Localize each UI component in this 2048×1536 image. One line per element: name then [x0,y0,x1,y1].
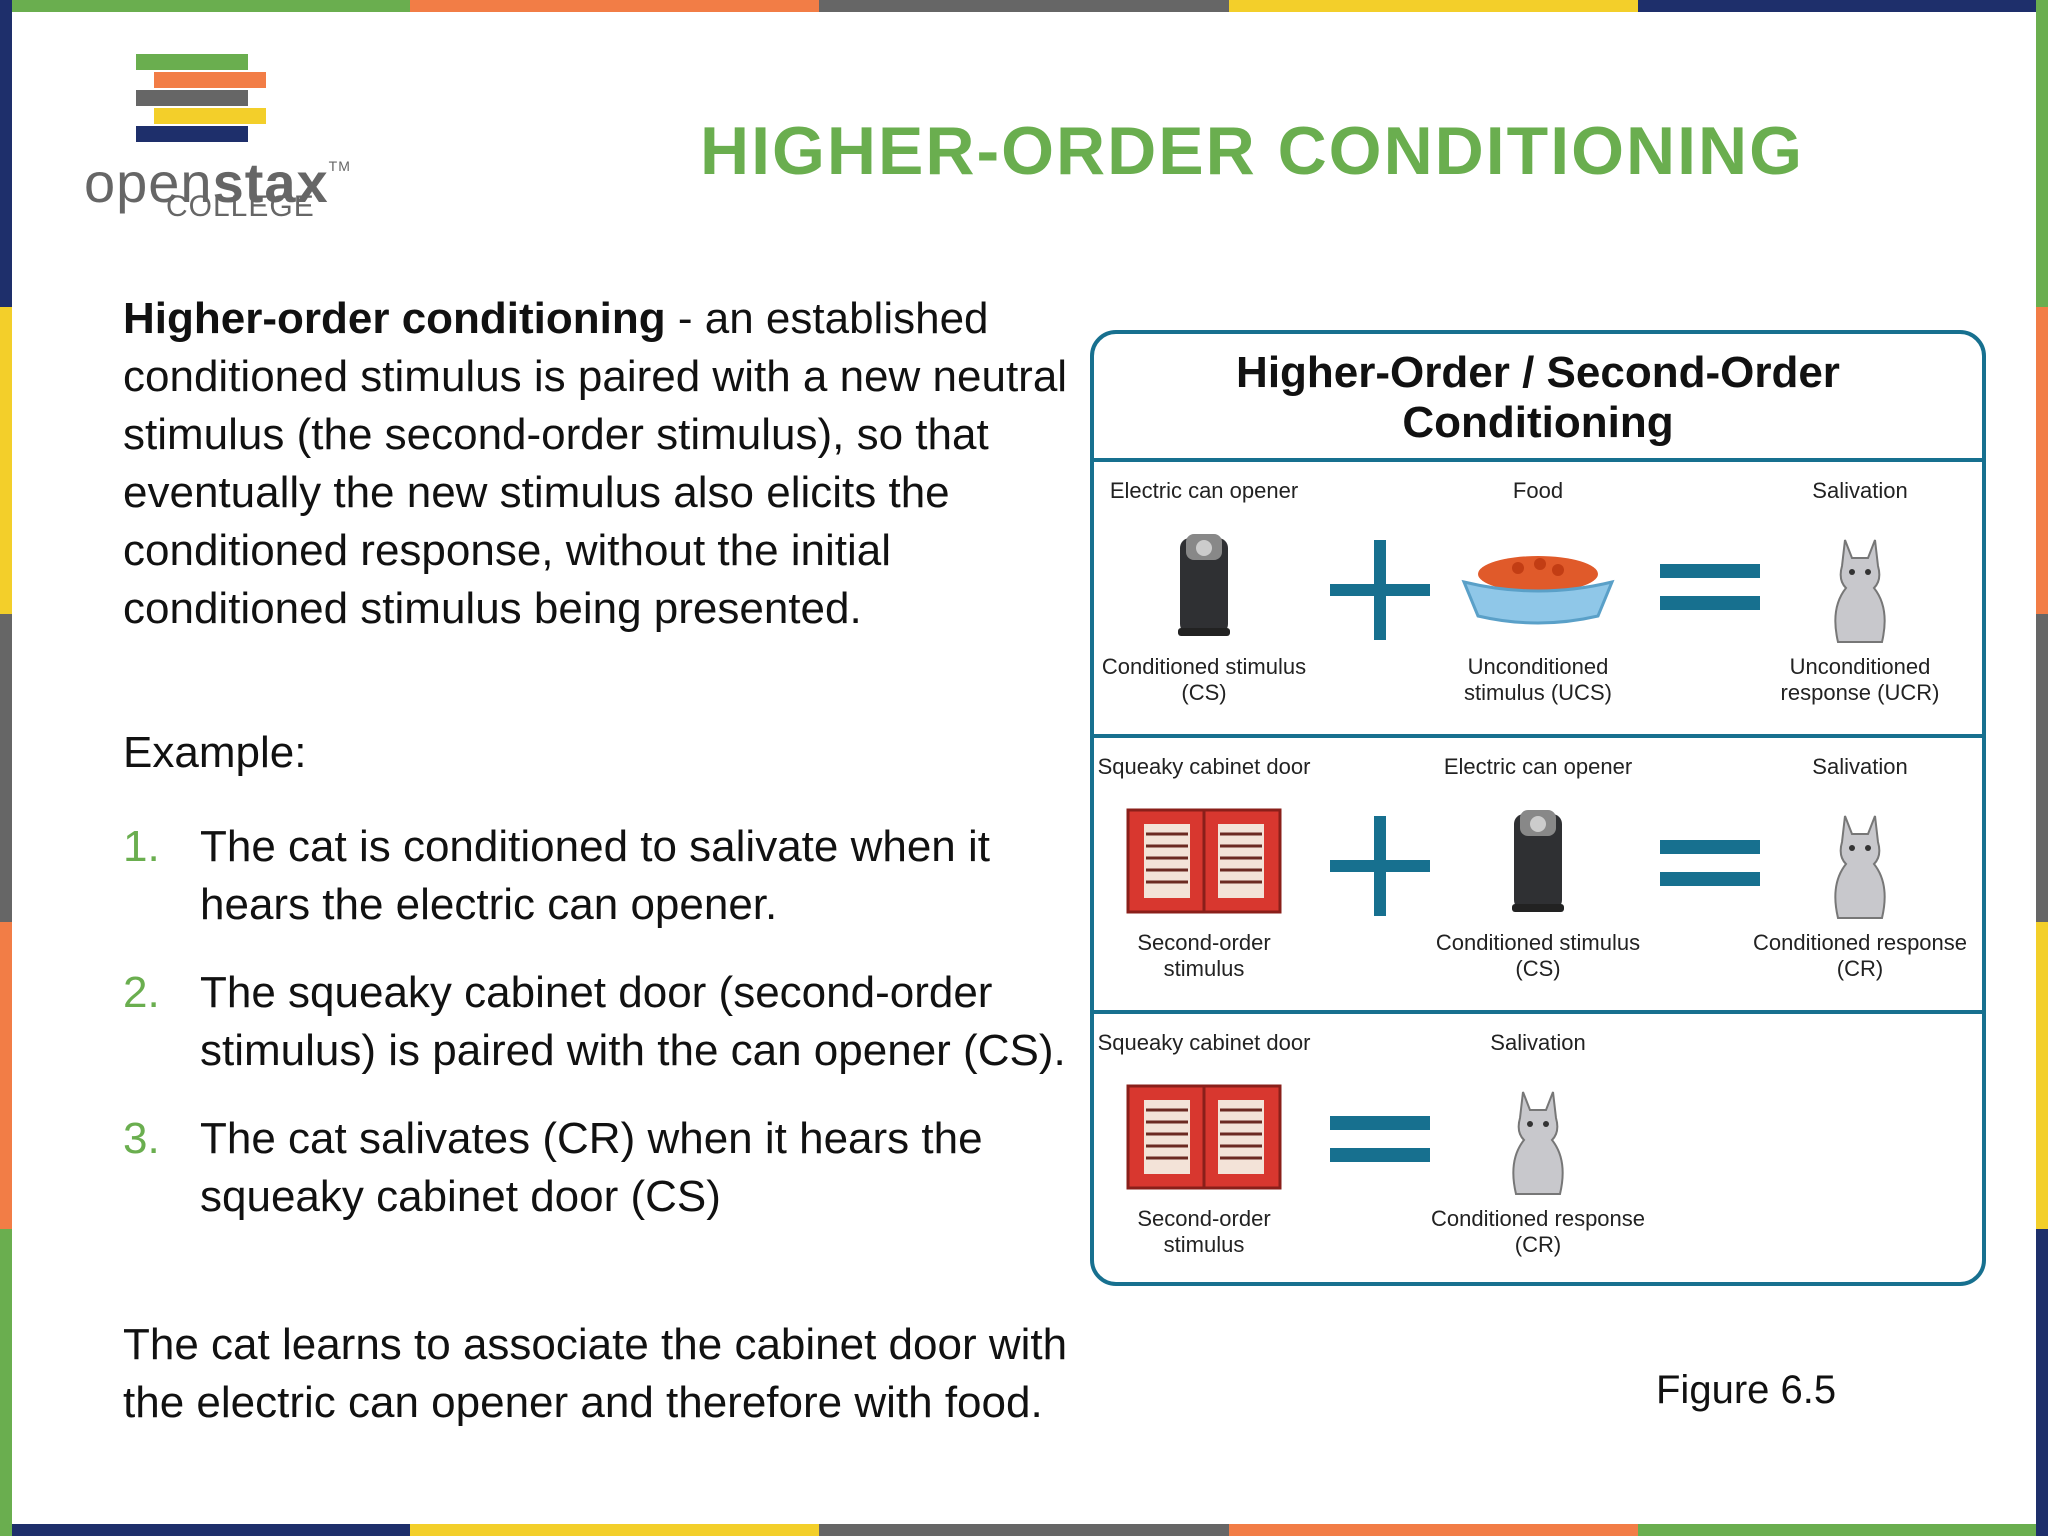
equals-icon [1660,564,1760,610]
slide-title: HIGHER-ORDER CONDITIONING [700,113,1804,189]
list-item: 3. The cat salivates (CR) when it hears … [123,1110,1073,1226]
figure-row-3: Squeaky cabinet door Second-order stimul… [1097,1030,1646,1257]
cat-icon [1512,1091,1564,1195]
top-border-stripes [0,0,2048,12]
right-border-stripes [2036,0,2048,1536]
list-number: 2. [123,968,160,1017]
list-text: The cat salivates (CR) when it hears the… [200,1114,983,1221]
definition-text: - an established conditioned stimulus is… [123,294,1068,633]
figure-title: Higher-Order / Second-Order Conditioning [1094,334,1982,462]
list-number: 3. [123,1114,160,1163]
list-number: 1. [123,822,160,871]
conditioning-figure: Higher-Order / Second-Order Conditioning… [1090,330,1986,1286]
closing-paragraph: The cat learns to associate the cabinet … [123,1320,1068,1427]
openstax-logo: openstaxTM [84,50,350,230]
figure-row-2: Squeaky cabinet door Second-order stimul… [1094,738,1982,1014]
equals-icon [1330,1116,1430,1162]
definition-paragraph: Higher-order conditioning - an establish… [123,290,1073,638]
plus-icon [1330,540,1430,640]
list-text: The squeaky cabinet door (second-order s… [200,968,1066,1075]
cabinet-icon [1126,808,1282,914]
example-steps-list: 1. The cat is conditioned to salivate wh… [123,818,1073,1256]
can-opener-icon [1178,534,1230,636]
logo-wordmark: openstaxTM [84,151,351,214]
cat-icon [1834,539,1886,643]
figure-row-1: Electric can opener Conditioned stimulus… [1094,462,1982,738]
bottom-border-stripes [0,1524,2048,1536]
example-label: Example: [123,728,307,777]
list-text: The cat is conditioned to salivate when … [200,822,991,929]
can-opener-icon [1512,810,1564,912]
cat-icon [1834,815,1886,919]
list-item: 2. The squeaky cabinet door (second-orde… [123,964,1073,1080]
definition-term: Higher-order conditioning [123,294,666,343]
food-bowl-icon [1461,556,1615,625]
list-item: 1. The cat is conditioned to salivate wh… [123,818,1073,934]
figure-caption: Figure 6.5 [1656,1368,1837,1412]
logo-college: COLLEGE [166,190,315,223]
left-border-stripes [0,0,12,1536]
cabinet-icon [1126,1084,1282,1190]
equals-icon [1660,840,1760,886]
plus-icon [1330,816,1430,916]
